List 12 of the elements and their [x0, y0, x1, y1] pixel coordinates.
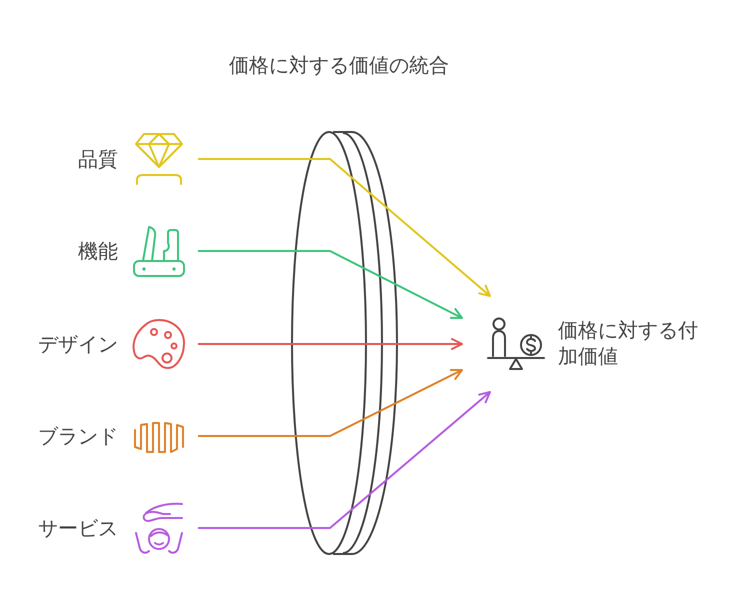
arrow	[198, 158, 491, 297]
category-label: 機能	[78, 238, 118, 264]
arrow	[198, 338, 463, 350]
category-label: 品質	[78, 146, 118, 172]
result-label: 価格に対する付加価値	[558, 317, 699, 369]
arrow	[198, 369, 463, 437]
arrow	[198, 250, 463, 319]
diagram-title: 価格に対する価値の統合	[229, 52, 449, 78]
category-label: ブランド	[38, 423, 118, 449]
arrow	[198, 391, 491, 529]
category-label: デザイン	[38, 331, 118, 357]
category-label: サービス	[38, 515, 118, 541]
